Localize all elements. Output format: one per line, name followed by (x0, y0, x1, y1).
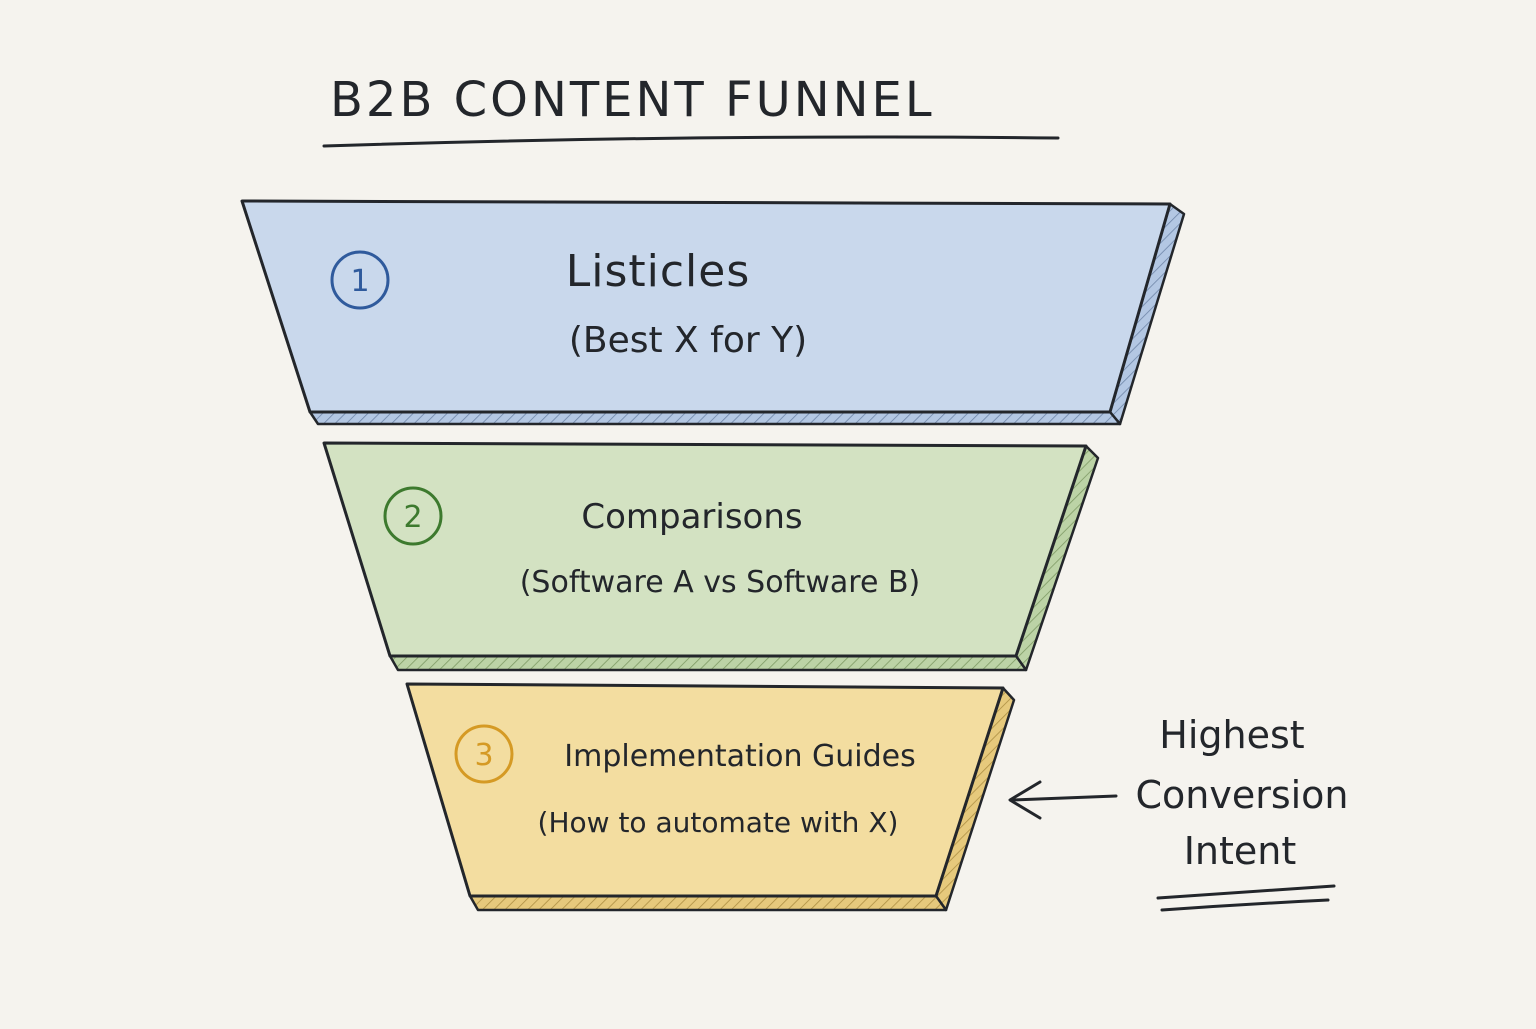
funnel-stage-1: 1 Listicles (Best X for Y) (240, 199, 1186, 426)
arrow-left-icon (1008, 780, 1118, 820)
stage-2-face (322, 441, 1088, 658)
conversion-annotation: Highest Conversion Intent (1008, 713, 1349, 912)
stage-3-face (405, 682, 1005, 898)
stage-3-subtitle: (How to automate with X) (538, 806, 899, 839)
annotation-underline-2 (1160, 898, 1330, 912)
title-underline (322, 135, 1060, 148)
stage-3-number: 3 (474, 738, 493, 773)
funnel-stage-2: 2 Comparisons (Software A vs Software B) (322, 441, 1100, 672)
annotation-line-2: Conversion (1135, 773, 1348, 817)
annotation-line-1: Highest (1159, 713, 1304, 757)
stage-1-number: 1 (350, 264, 369, 299)
diagram-title: B2B CONTENT FUNNEL (330, 72, 935, 128)
stage-2-subtitle: (Software A vs Software B) (520, 565, 921, 600)
stage-2-title: Comparisons (581, 497, 802, 537)
stage-1-bottom-edge (308, 410, 1122, 426)
stage-3-bottom-edge (468, 894, 948, 912)
stage-1-face (240, 199, 1172, 414)
stage-1-subtitle: (Best X for Y) (569, 320, 807, 361)
funnel-stage-3: 3 Implementation Guides (How to automate… (405, 682, 1016, 912)
annotation-line-3: Intent (1184, 829, 1297, 873)
stage-3-title: Implementation Guides (564, 739, 915, 774)
annotation-underline-1 (1156, 884, 1336, 900)
stage-3-number-circle (454, 724, 514, 784)
stage-2-number: 2 (403, 500, 422, 535)
stage-2-number-circle (383, 486, 443, 546)
stage-1-title: Listicles (566, 246, 751, 297)
stage-1-number-circle (330, 250, 390, 310)
stage-2-bottom-edge (388, 654, 1028, 672)
